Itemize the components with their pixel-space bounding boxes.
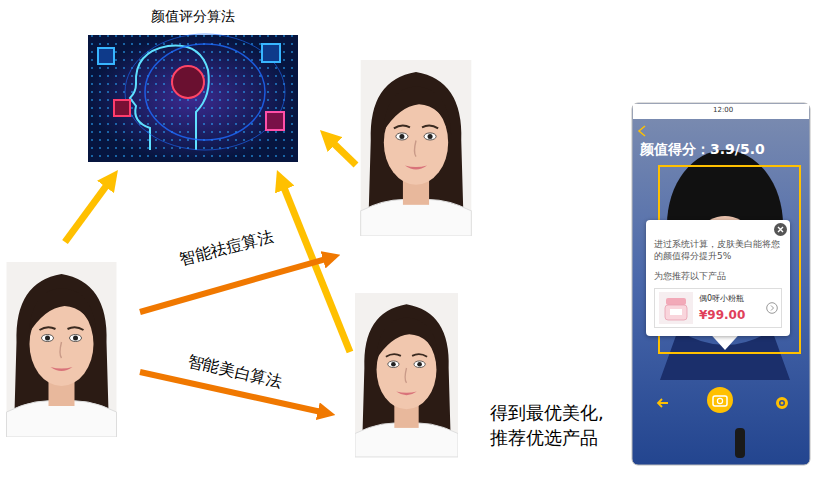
face-photo	[7, 262, 117, 437]
arrow	[65, 184, 108, 243]
arrow	[140, 259, 327, 312]
arrow	[332, 142, 356, 165]
flow-arrows	[65, 142, 356, 412]
product-name: 偶0呀小粉瓶	[699, 293, 763, 305]
ai-image	[88, 34, 298, 162]
face-photo	[361, 60, 472, 236]
algorithm-panel: 颜值评分算法	[88, 6, 298, 164]
product-image	[659, 292, 693, 324]
figure-title: 颜值评分算法	[88, 6, 298, 26]
face-photo	[355, 293, 458, 457]
caption-note: 得到最优美化, 推荐优选产品	[490, 400, 615, 450]
phone-mockup	[632, 103, 810, 465]
popup-subtitle: 为您推荐以下产品	[654, 270, 782, 282]
recommend-popup: 进过系统计算，皮肤美白能将您的颜值得分提升5% 为您推荐以下产品 偶0呀小粉瓶 ¥9…	[646, 220, 790, 336]
product-card: 偶0呀小粉瓶 ¥99.00	[654, 288, 782, 328]
score-text: 颜值得分：3.9/5.0	[640, 140, 810, 158]
product-price: ¥99.00	[699, 307, 763, 323]
detail-icon	[766, 302, 778, 314]
popup-message: 进过系统计算，皮肤美白能将您的颜值得分提升5%	[654, 238, 782, 262]
arrow-label: 智能祛痘算法	[178, 228, 276, 269]
status-time: 12:00	[713, 106, 733, 115]
close-button	[774, 223, 787, 236]
phone-screen: 颜值得分：3.9/5.0 进过系统计算，皮肤美白能将您的颜值得分提升5% 为您推荐…	[632, 103, 810, 465]
